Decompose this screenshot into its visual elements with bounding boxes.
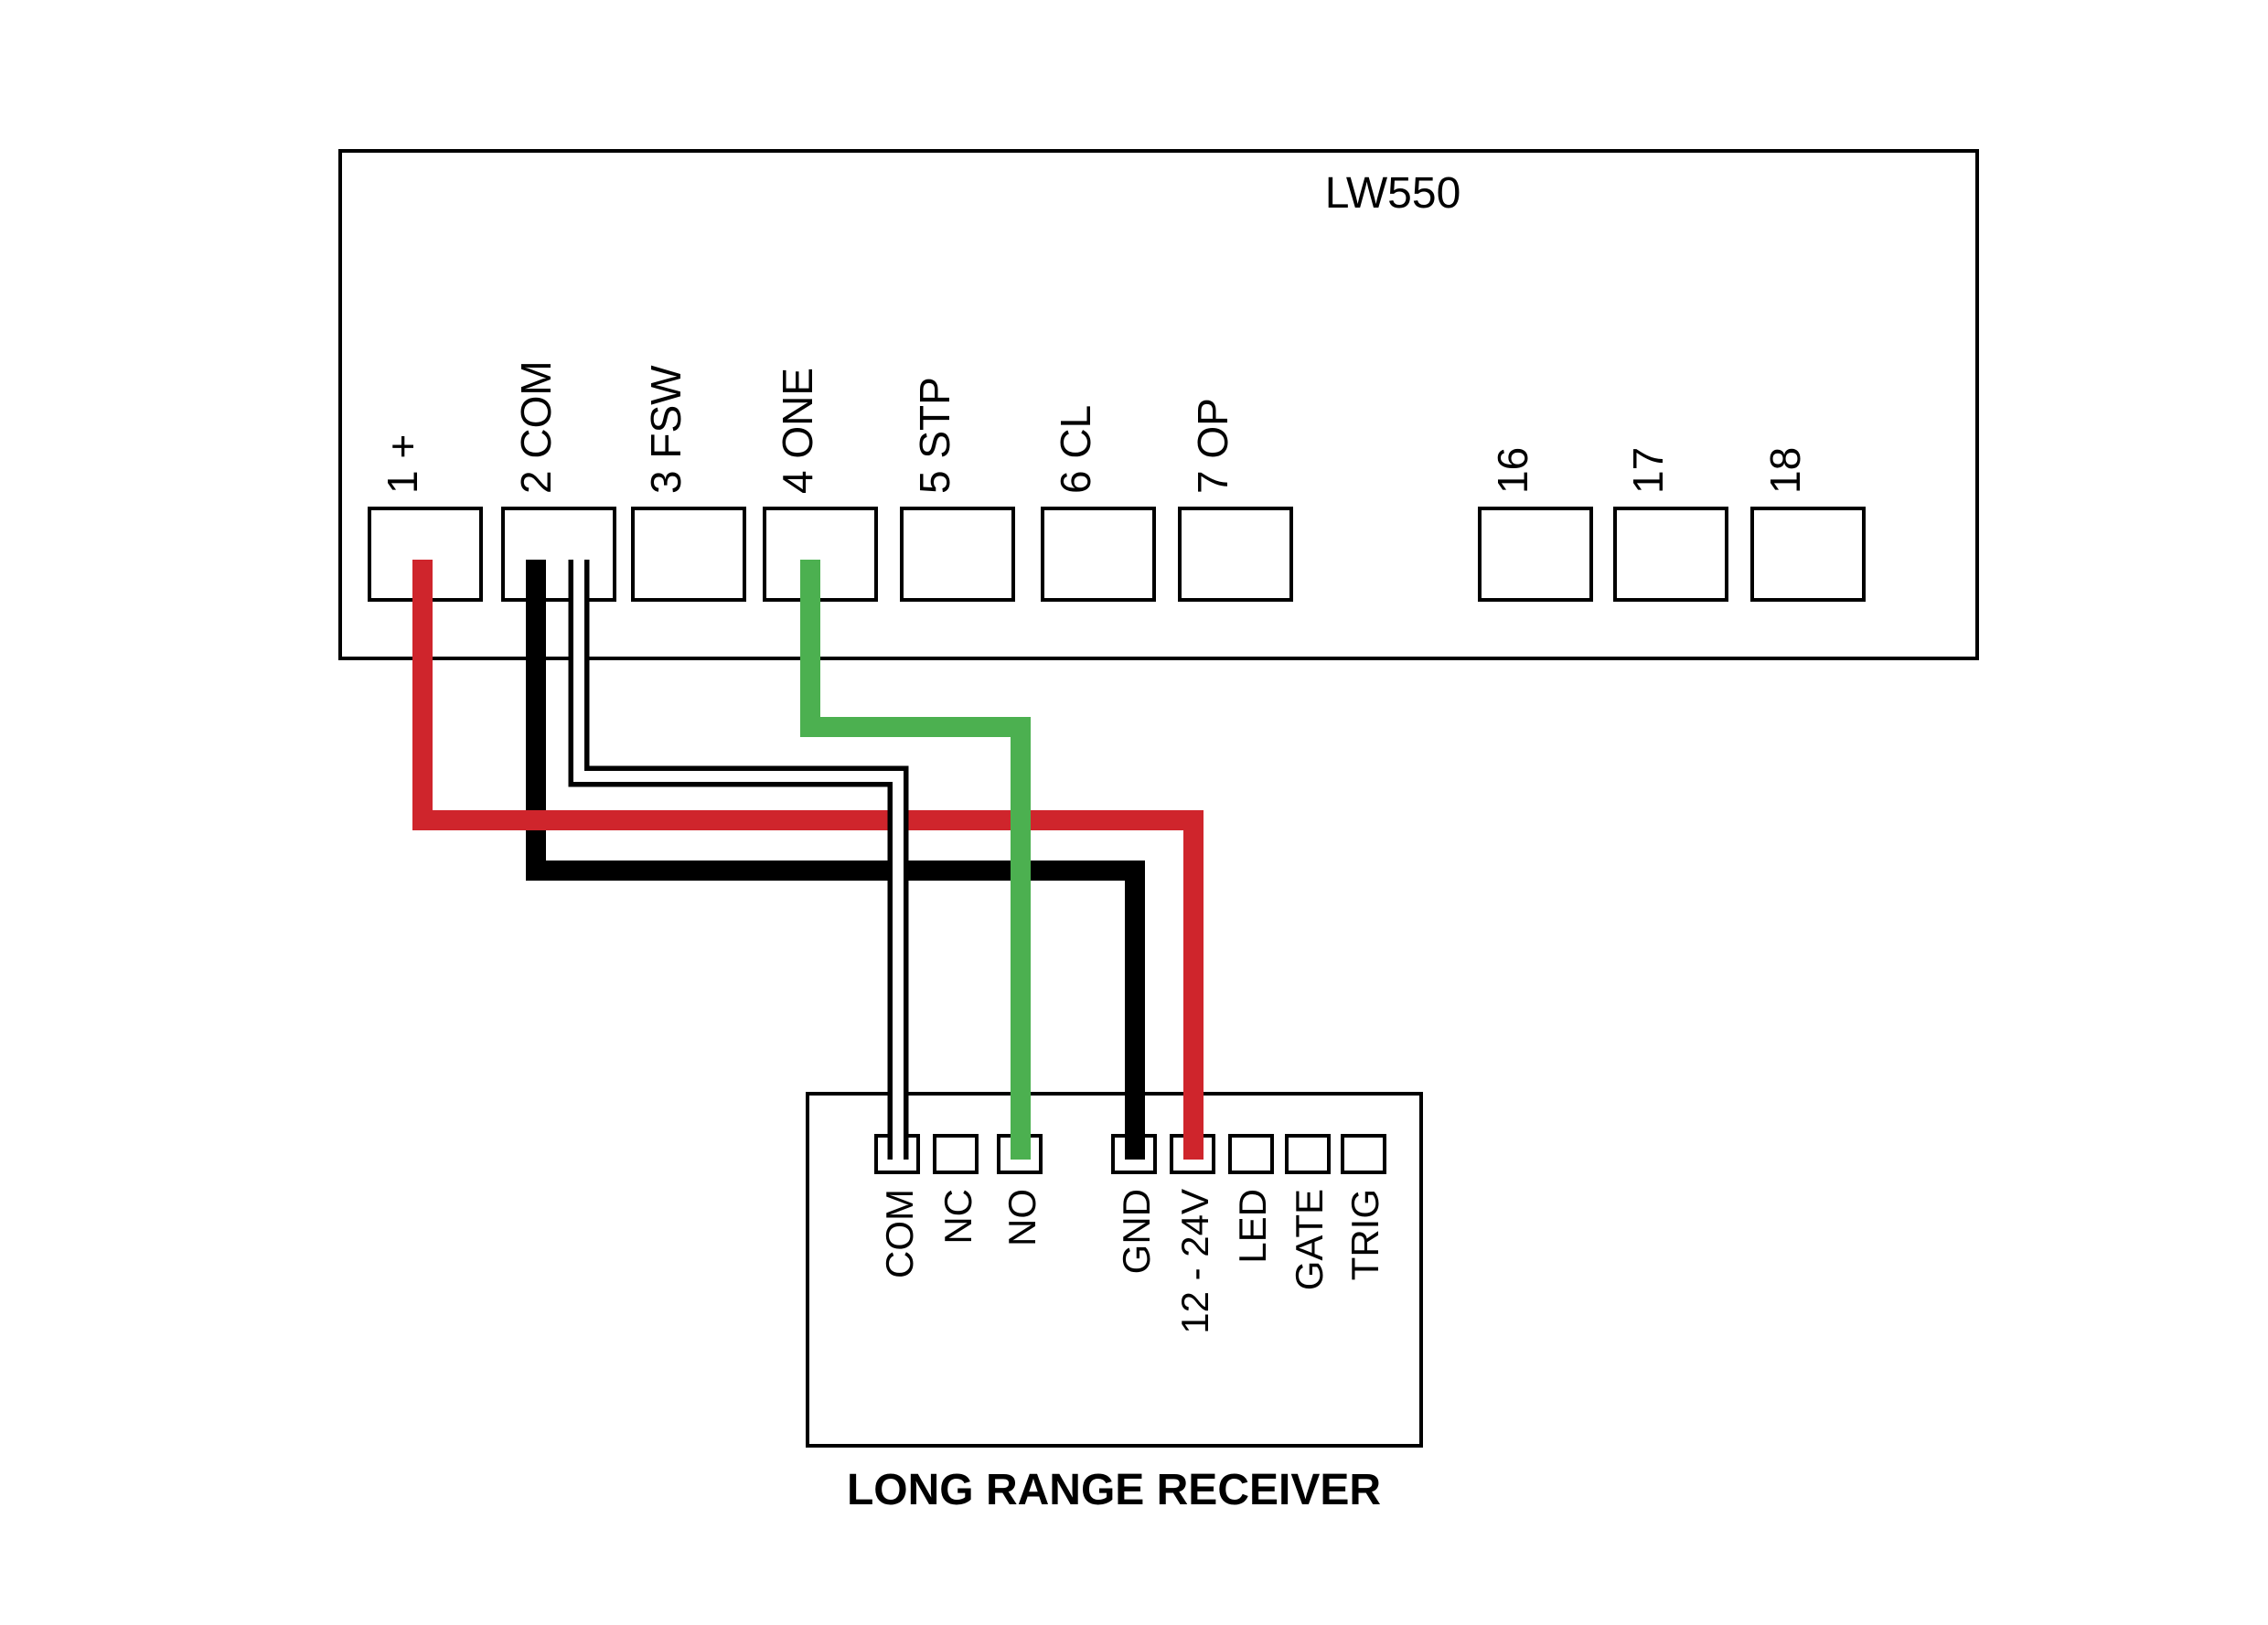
lw550-terminal-6 bbox=[1041, 507, 1156, 602]
receiver-terminal-nc bbox=[933, 1134, 979, 1174]
wire-red bbox=[412, 560, 1204, 1160]
lw550-terminal-5 bbox=[900, 507, 1015, 602]
receiver-terminal-com-label: COM bbox=[878, 1189, 921, 1278]
lw550-title: LW550 bbox=[1325, 169, 1461, 218]
receiver-terminal-led-label: LED bbox=[1231, 1189, 1274, 1264]
receiver-terminal-12-24v-label: 12 - 24V bbox=[1173, 1189, 1216, 1334]
lw550-terminal-18-label: 18 bbox=[1761, 447, 1809, 494]
lw550-terminal-17-label: 17 bbox=[1624, 447, 1672, 494]
lw550-terminal-16 bbox=[1478, 507, 1593, 602]
lw550-terminal-6-label: 6 CL bbox=[1052, 405, 1099, 494]
receiver-terminal-gnd-label: GND bbox=[1115, 1189, 1158, 1274]
lw550-terminal-4-label: 4 ONE bbox=[774, 368, 821, 494]
receiver-terminal-nc-label: NC bbox=[936, 1189, 979, 1245]
lw550-terminal-7-label: 7 OP bbox=[1189, 398, 1236, 494]
receiver-terminal-gate bbox=[1285, 1134, 1331, 1174]
wire-black bbox=[526, 560, 1145, 1160]
lw550-terminal-16-label: 16 bbox=[1489, 447, 1536, 494]
receiver-terminal-led bbox=[1228, 1134, 1274, 1174]
lw550-terminal-3-label: 3 FSW bbox=[642, 365, 690, 494]
lw550-terminal-3 bbox=[631, 507, 746, 602]
receiver-terminal-trig bbox=[1341, 1134, 1386, 1174]
lw550-terminal-2 bbox=[501, 507, 616, 602]
receiver-terminal-gate-label: GATE bbox=[1288, 1189, 1331, 1290]
lw550-terminal-5-label: 5 STP bbox=[911, 377, 958, 494]
lw550-terminal-2-label: 2 COM bbox=[512, 360, 560, 494]
wire-green bbox=[800, 560, 1031, 1160]
lw550-terminal-17 bbox=[1613, 507, 1728, 602]
receiver-title: LONG RANGE RECEIVER bbox=[847, 1466, 1381, 1514]
wire-white bbox=[573, 560, 904, 1160]
lw550-terminal-18 bbox=[1750, 507, 1866, 602]
lw550-terminal-1-label: 1 + bbox=[379, 434, 426, 494]
receiver-terminal-no-label: NO bbox=[1000, 1189, 1043, 1246]
receiver-terminal-trig-label: TRIG bbox=[1343, 1189, 1386, 1280]
lw550-terminal-7 bbox=[1178, 507, 1293, 602]
